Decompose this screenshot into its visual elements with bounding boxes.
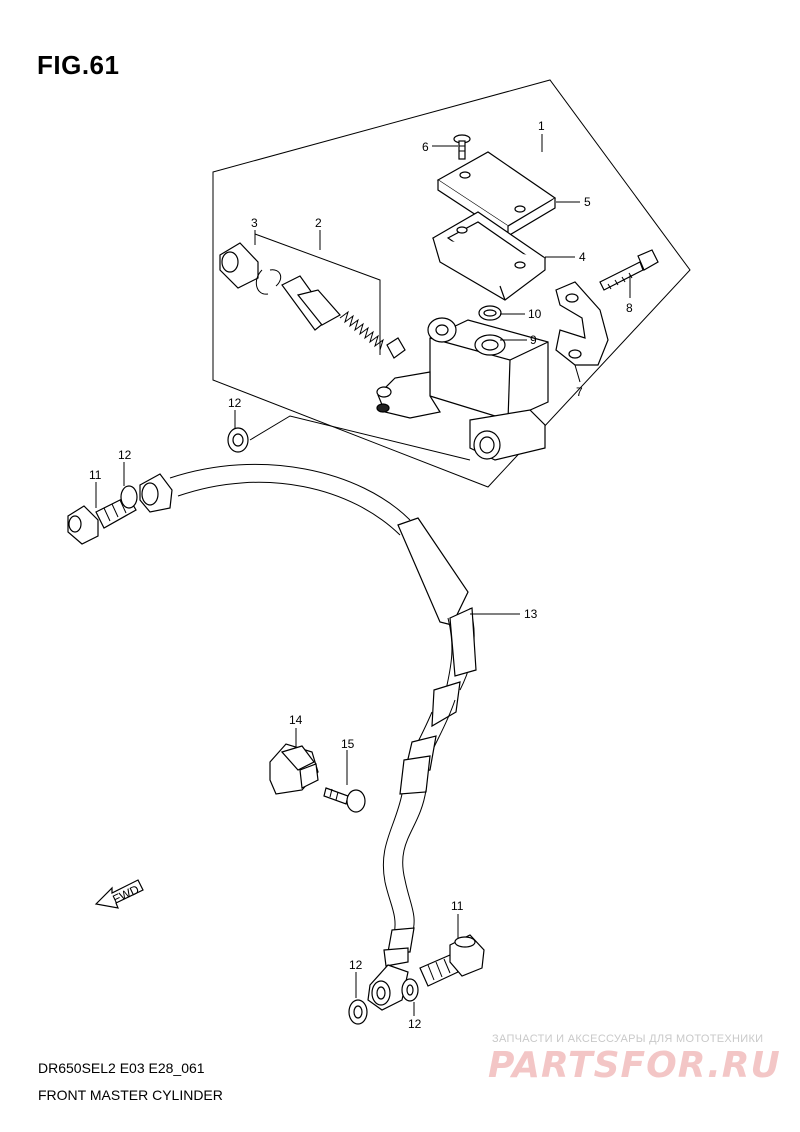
piston-set (219, 242, 406, 359)
model-code: DR650SEL2 E03 E28_061 (38, 1060, 205, 1076)
holder-clamp (555, 281, 609, 366)
figure-title: FIG.61 (37, 50, 120, 80)
washer-12-top-left (120, 485, 138, 509)
watermark-tagline: ЗАПЧАСТИ И АКСЕССУАРЫ ДЛЯ МОТОТЕХНИКИ (492, 1033, 764, 1045)
callout-7: 7 (576, 385, 583, 399)
callout-9: 9 (530, 333, 537, 347)
callout-10: 10 (528, 307, 542, 321)
callout-14: 14 (289, 713, 303, 727)
union-bolt-11-top (67, 495, 137, 545)
svg-text:FWD: FWD (111, 882, 142, 906)
brake-hose (139, 463, 477, 1011)
callout-11-top: 11 (89, 468, 102, 482)
figure-name: FRONT MASTER CYLINDER (38, 1087, 223, 1103)
union-bolt-11-bottom (419, 934, 485, 987)
callout-12-upper: 12 (228, 396, 242, 410)
callout-1: 1 (538, 119, 545, 133)
master-cylinder-body (376, 317, 549, 461)
callout-5: 5 (584, 195, 591, 209)
washer-leader (249, 415, 471, 461)
cap-screw (453, 134, 471, 160)
callout-12-top-left: 12 (118, 448, 132, 462)
callout-2: 2 (315, 216, 322, 230)
fwd-direction-arrow: FWD (94, 879, 144, 909)
clamp-screw (323, 787, 366, 813)
callout-3: 3 (251, 216, 258, 230)
callout-12-bottom-left: 12 (349, 958, 363, 972)
callout-11-bottom: 11 (451, 899, 464, 913)
watermark-logo: PARTSFOR.RU (488, 1045, 781, 1086)
callout-12-bottom-right: 12 (408, 1017, 422, 1031)
callout-13: 13 (524, 607, 538, 621)
callout-4: 4 (579, 250, 586, 264)
leader-lines (95, 134, 631, 1016)
callout-8: 8 (626, 301, 633, 315)
hose-clamp (269, 743, 319, 795)
diaphragm-plate (431, 211, 547, 301)
holder-bolt (599, 249, 659, 291)
callout-15: 15 (341, 737, 355, 751)
callout-6: 6 (422, 140, 429, 154)
reservoir-cap (436, 151, 557, 238)
assembly-outline (212, 79, 691, 488)
